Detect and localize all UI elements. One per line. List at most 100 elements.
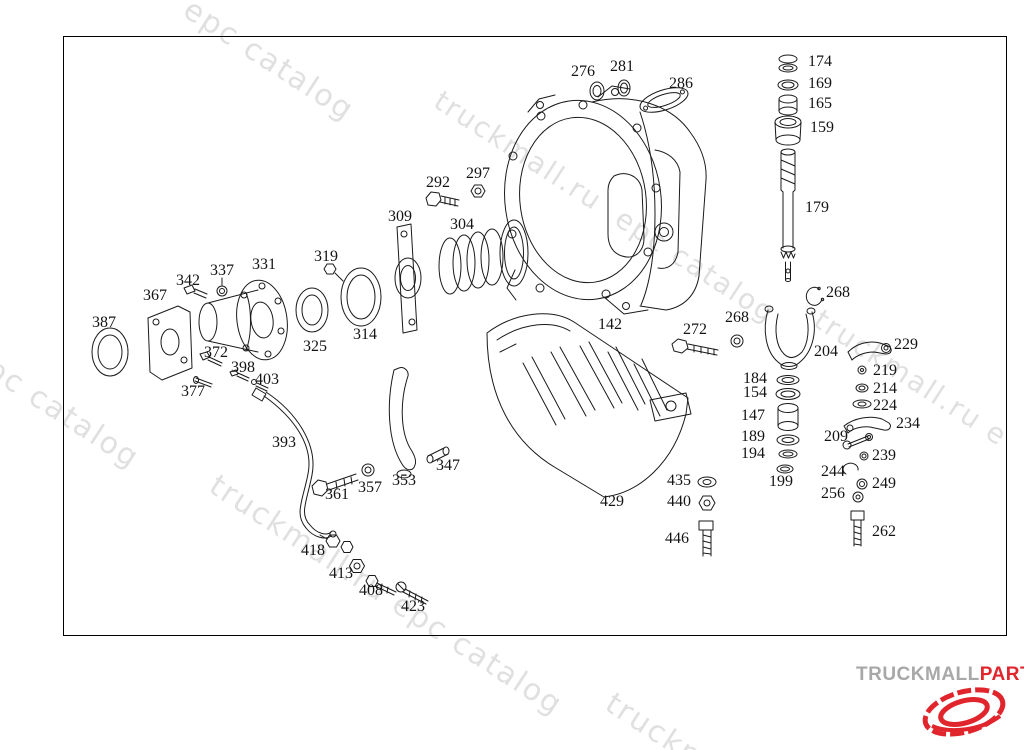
part-249-ring <box>856 478 868 490</box>
part-304-springs <box>438 219 529 295</box>
part-label-209: 209 <box>824 428 848 445</box>
part-label-234: 234 <box>896 415 920 432</box>
part-label-319: 319 <box>314 248 338 265</box>
part-label-276: 276 <box>571 63 595 80</box>
part-label-256: 256 <box>821 485 845 502</box>
part-387-seal-ring <box>91 327 129 377</box>
logo-text: TRUCKMALLPARTS <box>856 664 1024 686</box>
part-label-372: 372 <box>204 344 228 361</box>
part-label-249: 249 <box>872 475 896 492</box>
part-239-nut <box>859 451 869 461</box>
part-403-screw <box>251 379 269 392</box>
part-159-cup <box>774 115 802 146</box>
part-label-403: 403 <box>255 371 279 388</box>
part-174-washers <box>778 54 798 73</box>
part-label-408: 408 <box>359 582 383 599</box>
part-429-lower-cover <box>486 313 692 498</box>
part-319-bolt <box>323 263 344 282</box>
part-361-bolt <box>311 473 359 497</box>
part-label-325: 325 <box>303 338 327 355</box>
part-label-174: 174 <box>808 53 832 70</box>
part-413-nut <box>349 559 365 573</box>
part-label-154: 154 <box>743 384 767 401</box>
part-292-bolt <box>425 191 460 207</box>
part-label-184: 184 <box>743 370 767 387</box>
part-label-189: 189 <box>741 428 765 445</box>
part-label-387: 387 <box>92 314 116 331</box>
part-204-fork <box>764 305 816 370</box>
part-label-367: 367 <box>143 287 167 304</box>
part-272-bolt <box>671 338 719 356</box>
part-377-pin <box>193 376 213 388</box>
part-label-304: 304 <box>450 216 474 233</box>
part-label-268: 268 <box>826 284 850 301</box>
part-314-ring <box>340 267 382 327</box>
part-408-bolt <box>365 575 397 596</box>
part-label-268: 268 <box>725 309 749 326</box>
part-label-292: 292 <box>426 174 450 191</box>
part-268-washer <box>730 334 744 348</box>
part-393-cable <box>251 387 337 539</box>
part-label-142: 142 <box>598 316 622 333</box>
part-label-361: 361 <box>325 486 349 503</box>
part-309-plate <box>394 223 422 334</box>
part-label-446: 446 <box>665 530 689 547</box>
part-297-nut <box>470 184 486 198</box>
part-label-165: 165 <box>808 95 832 112</box>
part-446-bolt <box>698 520 714 557</box>
part-label-309: 309 <box>388 208 412 225</box>
part-353-lever <box>388 367 417 479</box>
part-234-lever <box>843 416 891 434</box>
part-224-clip <box>852 399 872 409</box>
part-440-nut <box>698 495 716 511</box>
part-342-bolt <box>183 284 208 299</box>
part-label-229: 229 <box>894 336 918 353</box>
part-label-435: 435 <box>667 472 691 489</box>
part-418-adjuster <box>319 534 354 553</box>
part-label-262: 262 <box>872 523 896 540</box>
part-label-169: 169 <box>808 75 832 92</box>
part-label-214: 214 <box>873 380 897 397</box>
part-label-147: 147 <box>741 407 765 424</box>
part-209-shaft-lever <box>842 433 873 450</box>
part-229-lever <box>847 341 892 361</box>
brand-logo: TRUCKMALLPARTS <box>850 660 1024 748</box>
part-label-199: 199 <box>769 473 793 490</box>
part-154-ring <box>775 388 801 400</box>
part-331-hub <box>198 279 288 361</box>
part-label-286: 286 <box>669 75 693 92</box>
part-398-stud <box>229 369 250 382</box>
part-label-331: 331 <box>252 256 276 273</box>
part-147-bushing <box>777 403 799 431</box>
part-label-377: 377 <box>181 383 205 400</box>
part-label-297: 297 <box>466 165 490 182</box>
part-label-239: 239 <box>872 447 896 464</box>
part-281-seal <box>617 79 631 97</box>
part-194-ring <box>778 449 798 459</box>
part-214-ring <box>855 383 869 393</box>
part-label-398: 398 <box>231 359 255 376</box>
part-label-204: 204 <box>814 343 838 360</box>
part-199-ring <box>776 464 794 474</box>
part-268-circlip-upper <box>805 286 825 306</box>
part-276-seal <box>589 81 605 101</box>
part-label-429: 429 <box>600 493 624 510</box>
part-label-281: 281 <box>610 58 634 75</box>
part-325-ring <box>295 287 329 333</box>
part-label-219: 219 <box>873 362 897 379</box>
part-367-bracket <box>147 305 193 381</box>
part-244-c-washer <box>842 462 859 475</box>
part-372-bolt <box>199 351 223 367</box>
part-label-224: 224 <box>873 397 897 414</box>
logo-mark <box>922 687 1006 737</box>
part-347-pin <box>426 446 450 464</box>
part-184-washer <box>776 375 800 385</box>
part-label-272: 272 <box>683 321 707 338</box>
part-label-337: 337 <box>210 262 234 279</box>
part-189-ring <box>776 434 800 446</box>
part-label-357: 357 <box>358 479 382 496</box>
part-label-194: 194 <box>741 445 765 462</box>
part-423-screw <box>395 581 429 605</box>
